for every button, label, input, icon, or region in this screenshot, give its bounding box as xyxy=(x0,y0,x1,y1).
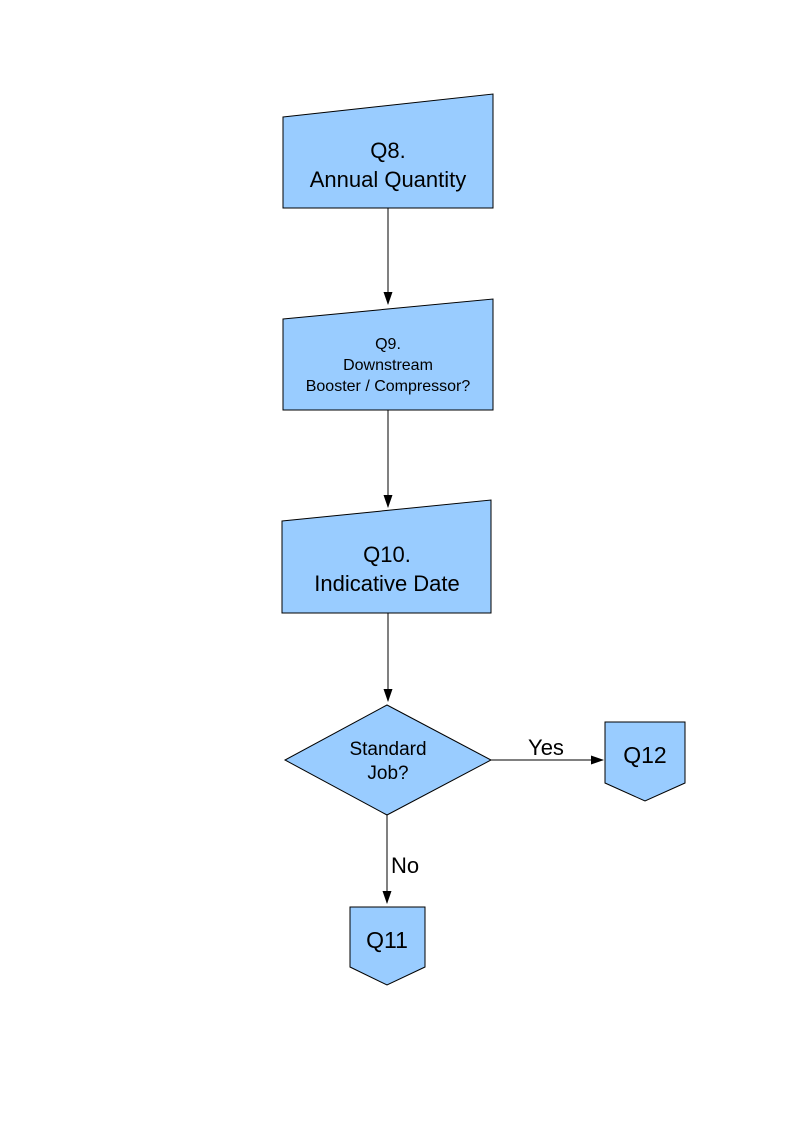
edge-label-no: No xyxy=(391,853,419,878)
node-q9: Q9. Downstream Booster / Compressor? xyxy=(282,298,494,411)
node-standard-job-shape xyxy=(283,704,493,816)
node-q10-shape xyxy=(281,499,492,614)
node-q12-label: Q12 xyxy=(623,742,666,768)
node-standard-job-label-line1: Standard xyxy=(349,739,426,760)
node-q11-shape xyxy=(349,906,426,986)
node-q9-shape xyxy=(282,298,494,411)
node-standard-job-decision: Standard Job? xyxy=(283,704,493,816)
node-q8-shape xyxy=(282,93,494,209)
node-q8-label-line1: Q8. xyxy=(370,138,405,163)
node-q9-label-line3: Booster / Compressor? xyxy=(306,378,471,395)
edge-label-yes: Yes xyxy=(528,735,564,760)
node-q12-shape xyxy=(604,721,686,802)
node-q11: Q11 xyxy=(349,906,426,986)
node-q8: Q8. Annual Quantity xyxy=(282,93,494,209)
node-q11-label: Q11 xyxy=(366,927,408,953)
node-q12: Q12 xyxy=(604,721,686,802)
node-q8-label-line2: Annual Quantity xyxy=(310,167,467,192)
node-q10-label-line2: Indicative Date xyxy=(314,571,460,596)
node-q10-label-line1: Q10. xyxy=(363,542,411,567)
node-q10: Q10. Indicative Date xyxy=(281,499,492,614)
node-q9-label-line1: Q9. xyxy=(375,336,401,353)
node-q9-label-line2: Downstream xyxy=(343,357,433,374)
node-standard-job-label-line2: Job? xyxy=(367,763,408,784)
